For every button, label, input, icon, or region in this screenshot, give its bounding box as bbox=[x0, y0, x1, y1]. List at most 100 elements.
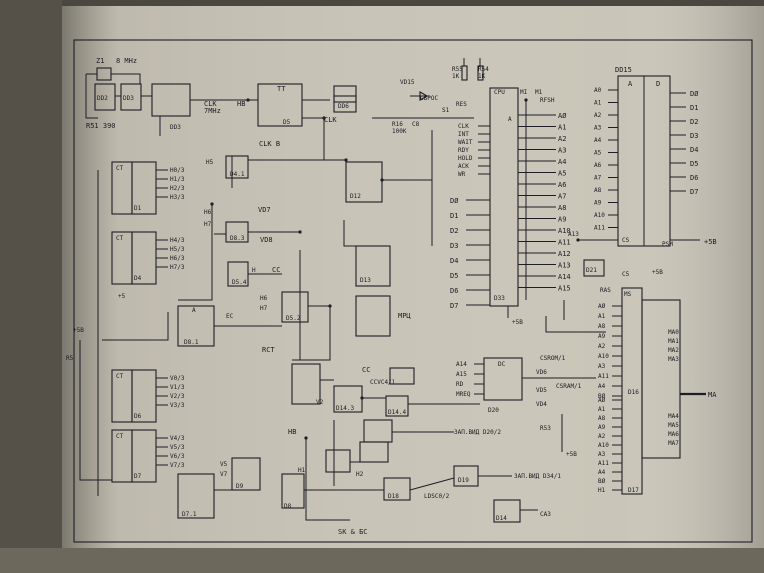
flipflop-d14a bbox=[291, 363, 321, 405]
counter-ct: CT bbox=[116, 373, 124, 380]
counter-out-d1-3: Н3/3 bbox=[170, 194, 185, 201]
d11-label: D8.1 bbox=[184, 339, 199, 346]
rct-label: RCT bbox=[262, 346, 275, 354]
r55-label: R55 bbox=[452, 66, 463, 73]
h-label: Н bbox=[252, 267, 256, 274]
r54-label: R54 bbox=[478, 66, 489, 73]
junction-dot bbox=[210, 202, 214, 206]
gate-b4 bbox=[281, 473, 305, 509]
xtal-loop bbox=[85, 74, 98, 119]
decoder-ref: D20 bbox=[488, 407, 499, 414]
rom-in-11: A11 bbox=[594, 225, 605, 232]
osc-gate-2 bbox=[120, 83, 142, 111]
cpu-m1-pin: МI bbox=[520, 89, 528, 96]
flipflop-d11 bbox=[177, 305, 215, 347]
rom-plus5: +5В bbox=[704, 238, 717, 246]
flipflop-d13 bbox=[355, 245, 391, 287]
cc-label: СС bbox=[272, 266, 280, 274]
zap-label: ЗАП.ВИД D20/2 bbox=[454, 429, 501, 436]
vert-route bbox=[178, 204, 213, 301]
d14-label: D14.3 bbox=[336, 405, 354, 412]
gate-b7 bbox=[453, 465, 479, 487]
binding-bottom bbox=[0, 548, 764, 573]
crystal-ref: Z1 bbox=[96, 57, 104, 65]
r54-val: 1K bbox=[478, 73, 486, 80]
page-shading bbox=[62, 6, 764, 561]
rom-in-9: A9 bbox=[594, 200, 602, 207]
flipflop-mpc bbox=[355, 295, 391, 337]
dd3-label: DD3 bbox=[123, 95, 134, 102]
dram-top-1: A1 bbox=[598, 313, 606, 320]
cpu-ctrl-clk: CLK bbox=[458, 123, 469, 130]
d10-label: D5.2 bbox=[286, 315, 301, 322]
decoder-in-3: MREQ bbox=[456, 391, 471, 398]
counter-out-d6-3: V3/3 bbox=[170, 402, 185, 409]
rom-out-7: D7 bbox=[690, 188, 698, 196]
rom-out-2: D2 bbox=[690, 118, 698, 126]
res-pin: RES bbox=[456, 101, 467, 108]
gg-label: СС bbox=[362, 366, 370, 374]
vd7-label: VD7 bbox=[258, 206, 271, 214]
dram-top-9: BØ bbox=[598, 393, 606, 400]
h6-label: Н6 bbox=[204, 209, 212, 216]
clkb-label: CLK B bbox=[259, 140, 280, 148]
dram-top-3: A9 bbox=[598, 333, 606, 340]
d14-bottom: D14 bbox=[496, 515, 507, 522]
diode-vd15 bbox=[419, 91, 429, 101]
vd4-label: VD4 bbox=[536, 401, 547, 408]
dram-bot-4: A2 bbox=[598, 433, 606, 440]
bottom-rail bbox=[305, 438, 350, 521]
drawing-frame bbox=[73, 39, 753, 543]
counter-d1-right bbox=[131, 161, 157, 215]
cpu-addr-14: A14 bbox=[558, 273, 571, 281]
osc-gate-1 bbox=[94, 83, 116, 111]
junction-dot bbox=[322, 116, 326, 120]
dram-ref: D16 bbox=[628, 389, 639, 396]
dram-top-4: A2 bbox=[598, 343, 606, 350]
gate-d14 bbox=[389, 367, 415, 385]
dram-bot-3: A9 bbox=[598, 424, 606, 431]
rom-plus5b: +5В bbox=[652, 269, 663, 276]
cpu-ctrl-ack: ACK bbox=[458, 163, 469, 170]
dram-bot-2: A8 bbox=[598, 415, 606, 422]
hb-label: Н6 bbox=[260, 295, 268, 302]
counter-ref-d1: D1 bbox=[134, 205, 142, 212]
caz-label: CAЗ bbox=[540, 511, 551, 518]
counter-d6-right bbox=[131, 369, 157, 423]
flipflop-d7 bbox=[177, 473, 215, 519]
gate-d16 bbox=[385, 395, 409, 417]
cpu-data-7: D7 bbox=[450, 302, 458, 310]
dram-top-6: A3 bbox=[598, 363, 606, 370]
cpu-data-2: D2 bbox=[450, 227, 458, 235]
cpu-m1-sig: М1 bbox=[535, 89, 543, 96]
dd3-out: DD3 bbox=[170, 124, 181, 131]
rom-a: A bbox=[628, 80, 633, 88]
dram-ras: RAS bbox=[600, 287, 611, 294]
rom-in-1: A1 bbox=[594, 100, 602, 107]
decoder-dc: DC bbox=[498, 361, 506, 368]
gate-d8 bbox=[225, 221, 249, 243]
cpu-data-0: DØ bbox=[450, 197, 459, 205]
r16-label: R16 bbox=[392, 121, 403, 128]
gate-d4 bbox=[225, 155, 249, 179]
d13-in bbox=[343, 220, 356, 247]
cpu-data-1: D1 bbox=[450, 212, 458, 220]
d13-label: D13 bbox=[360, 277, 371, 284]
cpu-data-4: D4 bbox=[450, 257, 458, 265]
junction-dot bbox=[304, 436, 308, 440]
counter-out-d1-0: Н0/3 bbox=[170, 167, 185, 174]
wire-network bbox=[79, 58, 706, 521]
dram-mux-box bbox=[641, 299, 681, 459]
cpu-addr-3: A3 bbox=[558, 147, 566, 155]
dram-mux-3: MA3 bbox=[668, 356, 679, 363]
cpu-addr-8: A8 bbox=[558, 204, 566, 212]
vd15-label: VD15 bbox=[400, 79, 415, 86]
cpu-ctrl-wr: WR bbox=[458, 171, 466, 178]
cpu-data-6: D6 bbox=[450, 287, 458, 295]
h7b-label: Н7 bbox=[260, 305, 268, 312]
dram-mux-1: MA1 bbox=[668, 338, 679, 345]
dd2-label: DD2 bbox=[97, 95, 108, 102]
d9-bottom: D9 bbox=[236, 483, 244, 490]
counter-plus5: +5 bbox=[118, 293, 126, 300]
rom-in-6: A6 bbox=[594, 162, 602, 169]
